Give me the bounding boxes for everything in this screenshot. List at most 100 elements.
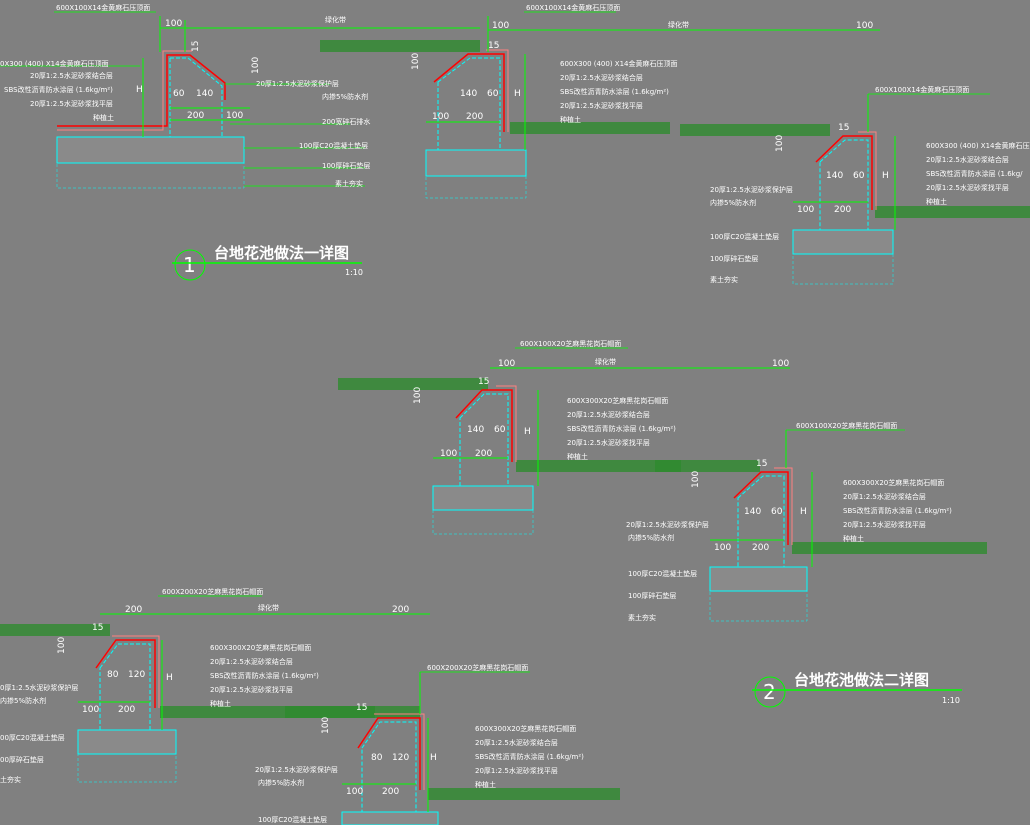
gravel-base bbox=[425, 175, 527, 199]
dim-60: 60 bbox=[853, 171, 865, 181]
dim-200: 200 bbox=[834, 205, 851, 215]
title-block-1: 1 台地花池做法一详图 1:10 bbox=[172, 244, 363, 281]
finish-layer bbox=[455, 389, 513, 462]
finish-layer bbox=[57, 54, 226, 127]
concrete-base bbox=[709, 566, 808, 592]
label-cap: 600X100X14金黄麻石压顶面 bbox=[875, 85, 969, 94]
dim-100: 100 bbox=[165, 19, 182, 29]
gravel-base bbox=[432, 509, 534, 535]
finish-layer bbox=[815, 135, 873, 210]
dim-100: 100 bbox=[321, 717, 331, 734]
detail-scale: 1:10 bbox=[942, 696, 960, 705]
dim-100: 100 bbox=[57, 637, 67, 654]
waterproof-layer bbox=[57, 50, 192, 131]
label-layer-4: 种植土 bbox=[93, 113, 114, 122]
dim-60: 60 bbox=[771, 507, 783, 517]
dim-200: 200 bbox=[752, 543, 769, 553]
concrete-base bbox=[77, 729, 177, 755]
label-plant-strip: 绿化带 bbox=[668, 20, 689, 29]
label-gravel-drain: 200宽碎石排水 bbox=[322, 117, 370, 126]
concrete-base bbox=[792, 229, 894, 255]
grass-band bbox=[428, 788, 620, 800]
label-plant-strip: 绿化带 bbox=[595, 357, 616, 366]
dim-100: 100 bbox=[82, 705, 99, 715]
label-c20: 00厚C20混凝土垫层 bbox=[0, 733, 65, 742]
dim-H: H bbox=[136, 85, 143, 95]
grass-band bbox=[516, 460, 681, 472]
detail-4-section: 600X100X20芝麻黑花岗石帽面 100 绿化带 100 15 100 H … bbox=[338, 339, 790, 535]
finish-layer bbox=[733, 471, 789, 545]
dim-200: 200 bbox=[382, 787, 399, 797]
dim-H: H bbox=[800, 507, 807, 517]
detail-number-circle bbox=[174, 249, 206, 281]
dim-100: 100 bbox=[856, 21, 873, 31]
dim-100: 100 bbox=[432, 112, 449, 122]
dim-100: 100 bbox=[492, 21, 509, 31]
dim-100: 100 bbox=[691, 471, 701, 488]
label-face: 600X300X20芝麻黑花岗石帽面 bbox=[843, 478, 944, 487]
finish-layer bbox=[433, 53, 505, 132]
label-layer-4: 种植土 bbox=[560, 115, 581, 124]
label-layer-3: 20厚1:2.5水泥砂浆找平层 bbox=[210, 685, 293, 694]
label-layer-4: 种植土 bbox=[475, 780, 496, 789]
waterproof-layer bbox=[112, 635, 160, 708]
label-layer-2: SBS改性沥青防水涂层 (1.6kg/m²) bbox=[210, 671, 319, 680]
label-face: 600X300 (400) X14金黄麻石压顶面 bbox=[560, 59, 678, 68]
label-inner-1: 0厚1:2.5水泥砂浆保护层 bbox=[0, 683, 78, 692]
dim-100: 100 bbox=[440, 449, 457, 459]
label-plant-strip: 绿化带 bbox=[325, 15, 346, 24]
label-inner-2: 内掺5%防水剂 bbox=[0, 696, 46, 705]
gravel-base bbox=[792, 253, 894, 285]
label-layer-2: SBS改性沥青防水涂层 (1.6kg/m²) bbox=[843, 506, 952, 515]
label-face: 600X300X20芝麻黑花岗石帽面 bbox=[567, 396, 668, 405]
concrete-base bbox=[341, 811, 439, 825]
detail-title: 台地花池做法一详图 bbox=[214, 244, 349, 262]
label-layer-3: 20厚1:2.5水泥砂浆找平层 bbox=[567, 438, 650, 447]
waterproof-layer bbox=[858, 131, 877, 210]
dim-100: 100 bbox=[226, 111, 243, 121]
dim-100: 100 bbox=[411, 53, 421, 70]
dim-100: 100 bbox=[498, 359, 515, 369]
concrete-base bbox=[432, 485, 534, 511]
dim-140: 140 bbox=[826, 171, 843, 181]
label-layer-4: 种植土 bbox=[926, 197, 947, 206]
label-inner-1: 20厚1:2.5水泥砂浆保护层 bbox=[626, 520, 709, 529]
label-layer-1: 20厚1:2.5水泥砂浆结合层 bbox=[560, 73, 643, 82]
dim-80: 80 bbox=[107, 670, 119, 680]
label-layer-3: 20厚1:2.5水泥砂浆找平层 bbox=[560, 101, 643, 110]
detail-7-section: 600X200X20芝麻黑花岗石帽面 15 100 H 600X300X20芝麻… bbox=[255, 663, 620, 825]
label-layer-2: SBS改性沥青防水涂层 (1.6kg/m²) bbox=[560, 87, 669, 96]
dim-140: 140 bbox=[467, 425, 484, 435]
label-cap: 600X100X20芝麻黑花岗石帽面 bbox=[520, 339, 621, 348]
detail-1-section: 600X100X14金黄麻石压顶面 100 15 绿化带 0X300 (400)… bbox=[0, 3, 480, 189]
wall-body bbox=[459, 393, 509, 487]
dim-100: 100 bbox=[346, 787, 363, 797]
dim-H: H bbox=[430, 753, 437, 763]
grass-band bbox=[338, 378, 488, 390]
dim-60: 60 bbox=[494, 425, 506, 435]
grass-band bbox=[680, 124, 830, 136]
label-cap: 600X100X14金黄麻石压顶面 bbox=[526, 3, 620, 12]
label-layer-2: SBS改性沥青防水涂层 (1.6kg/m²) bbox=[4, 85, 113, 94]
label-layer-1: 20厚1:2.5水泥砂浆结合层 bbox=[567, 410, 650, 419]
label-layer-1: 20厚1:2.5水泥砂浆结合层 bbox=[926, 155, 1009, 164]
dim-200: 200 bbox=[118, 705, 135, 715]
detail-number: 1 bbox=[183, 253, 196, 277]
detail-number: 2 bbox=[763, 680, 776, 704]
waterproof-layer bbox=[774, 467, 793, 545]
wall-body bbox=[819, 139, 869, 231]
dim-60: 60 bbox=[173, 89, 185, 99]
label-inner-1: 20厚1:2.5水泥砂浆保护层 bbox=[256, 79, 339, 88]
label-face: 600X300X20芝麻黑花岗石帽面 bbox=[210, 643, 311, 652]
label-cap: 600X200X20芝麻黑花岗石帽面 bbox=[427, 663, 528, 672]
label-soil: 素土夯实 bbox=[628, 613, 656, 622]
dim-100: 100 bbox=[413, 387, 423, 404]
dim-140: 140 bbox=[460, 89, 477, 99]
dim-H: H bbox=[882, 171, 889, 181]
label-layer-4: 种植土 bbox=[210, 699, 231, 708]
dim-120: 120 bbox=[392, 753, 409, 763]
grass-band bbox=[792, 542, 987, 554]
dim-200: 200 bbox=[187, 111, 204, 121]
label-plant-strip: 绿化带 bbox=[258, 603, 279, 612]
